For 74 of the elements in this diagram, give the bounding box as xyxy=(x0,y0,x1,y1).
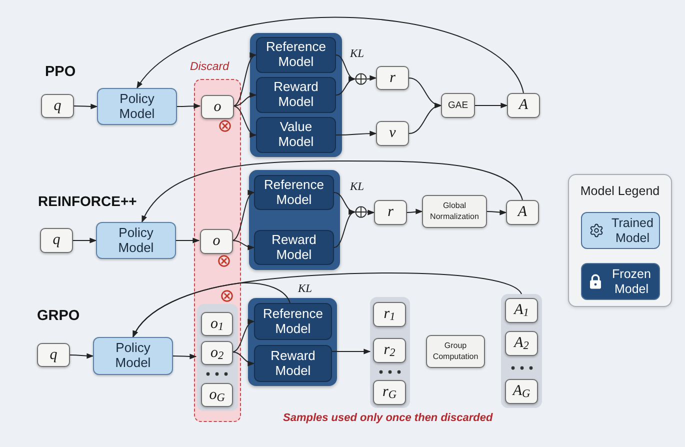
frozen-model-box: Reward Model xyxy=(254,345,332,382)
policy-model-box: Policy Model xyxy=(97,88,177,125)
frozen-model-panel xyxy=(249,170,340,270)
arrow xyxy=(408,104,442,134)
variable-box: A xyxy=(506,200,539,225)
note-text: Samples used only once then discarded xyxy=(283,413,493,424)
arrow xyxy=(232,352,255,366)
arrow xyxy=(232,320,255,352)
arrow xyxy=(232,54,257,106)
arrow xyxy=(70,353,94,359)
variable-box: r$_{1}$ xyxy=(373,302,406,327)
legend-title: Model Legend xyxy=(579,185,661,198)
frozen-model-panel xyxy=(250,33,342,157)
arrow xyxy=(176,238,200,244)
process-box: Group Computation xyxy=(426,335,485,368)
arrow xyxy=(336,130,377,136)
variable-box: A$_{2}$ xyxy=(505,331,538,356)
variable-box: A xyxy=(507,93,540,118)
arrow xyxy=(132,272,522,338)
variable-box: A$_{G}$ xyxy=(505,379,538,404)
arrow xyxy=(232,192,255,241)
legend-label: Trained Model xyxy=(610,216,654,245)
variable-box: A$_{1}$ xyxy=(505,298,538,323)
arrow xyxy=(366,75,377,81)
variable-box: q xyxy=(41,94,74,118)
process-box: Global Normalization xyxy=(422,195,487,228)
arrow xyxy=(232,240,255,250)
variable-box: q xyxy=(40,228,73,253)
variable-box: o$_{2}$ xyxy=(201,341,233,365)
arrow xyxy=(366,210,375,216)
sample-group-panel xyxy=(197,304,238,411)
frozen-model-box: Value Model xyxy=(256,117,336,153)
arrow xyxy=(232,92,257,106)
frozen-model-box: Reward Model xyxy=(254,230,334,265)
frozen-model-panel xyxy=(248,298,337,386)
sample-group-panel xyxy=(370,297,410,408)
policy-model-box: Policy Model xyxy=(93,337,173,375)
variable-box: o$_{1}$ xyxy=(201,312,233,336)
frozen-model-box: Reference Model xyxy=(256,37,336,73)
section-title: PPO xyxy=(45,65,76,80)
sum-junction xyxy=(355,206,367,218)
variable-box: v xyxy=(376,121,409,146)
region-heading: Discard xyxy=(190,60,229,75)
arrow xyxy=(74,104,98,110)
arrow xyxy=(332,348,371,354)
arrow xyxy=(72,238,97,244)
frozen-model-box: Reward Model xyxy=(256,77,336,113)
arrow xyxy=(176,103,201,109)
process-box: GAE xyxy=(441,93,475,118)
variable-box: r$_{G}$ xyxy=(373,380,406,405)
section-title: GRPO xyxy=(37,309,80,324)
arrow xyxy=(486,210,507,216)
policy-model-box: Policy Model xyxy=(96,222,176,259)
variable-box: o xyxy=(200,229,233,254)
frozen-model-box: Reference Model xyxy=(254,175,334,210)
arrow xyxy=(172,354,197,360)
arrow xyxy=(136,16,524,94)
arrow xyxy=(474,102,508,108)
variable-box: r$_{2}$ xyxy=(373,338,406,363)
variable-box: r xyxy=(374,200,407,225)
sample-group-panel xyxy=(501,294,542,408)
variable-box: q xyxy=(37,343,70,367)
arrow xyxy=(336,77,356,96)
arrow xyxy=(232,106,257,136)
variable-box: o xyxy=(201,95,234,119)
section-title: REINFORCE++ xyxy=(38,194,137,208)
arrow xyxy=(406,208,423,214)
variable-box: o$_{G}$ xyxy=(201,383,233,407)
variable-box: r xyxy=(376,66,409,90)
arrow xyxy=(142,160,523,223)
sum-junction xyxy=(355,73,367,85)
arrow xyxy=(334,211,356,248)
frozen-model-box: Reference Model xyxy=(254,303,332,340)
legend-label: Frozen Model xyxy=(611,267,652,296)
